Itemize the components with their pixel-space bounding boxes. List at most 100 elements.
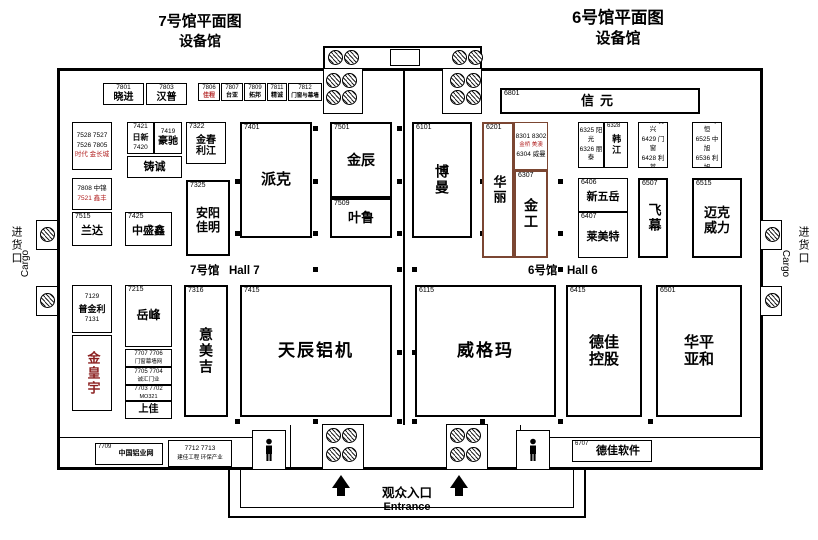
stair-coil-icon xyxy=(342,447,357,462)
booth-num: 6407 xyxy=(581,213,597,220)
booth-6801: 6801 信元 xyxy=(500,88,700,114)
booth-line: 7131 xyxy=(84,316,100,324)
hall-divider-wall xyxy=(403,68,405,425)
booth-line: MO321 xyxy=(139,393,158,400)
stair-coil-icon xyxy=(344,50,359,65)
booth-7703-group: 7703 7702 MO321 xyxy=(125,385,172,401)
booth-6325-group: 6325 阳光 6326 丽泰 xyxy=(578,122,604,168)
column-marker xyxy=(412,350,417,355)
booth-line: 6325 阳光 xyxy=(579,126,603,143)
booth-6507: 6507 飞幕 xyxy=(638,178,668,258)
cargo-door-icon xyxy=(40,227,55,242)
cargo-door-icon xyxy=(765,293,780,308)
booth-num: 6707 xyxy=(575,441,589,447)
booth-7528-group: 7528 7527 7526 7805 时代 金长城 xyxy=(72,122,112,170)
cargo-label-cn-right: 进货口 xyxy=(797,226,809,265)
stair-coil-icon xyxy=(466,73,481,88)
booth-num: 7811 xyxy=(270,84,284,91)
booth-6501: 6501 华平 亚和 xyxy=(656,285,742,417)
booth-name: 威格玛 xyxy=(457,341,514,361)
booth-7811: 7811 精诚 xyxy=(267,83,287,101)
booth-line: 7421 xyxy=(133,122,148,130)
stair-coil-icon xyxy=(328,50,343,65)
booth-zhucheng: 铸诚 xyxy=(127,156,182,178)
restroom-right xyxy=(516,430,550,470)
booth-line: 普金利 xyxy=(78,303,106,314)
booth-line: 7705 7704 xyxy=(134,368,163,375)
restroom-left xyxy=(252,430,286,470)
booth-num: 7415 xyxy=(244,287,260,294)
booth-num: 7806 xyxy=(202,84,216,91)
booth-6427-group: 6427 锦兴 6429 门窗 6428 利莱 xyxy=(638,122,668,168)
cargo-label-en-right: Cargo xyxy=(780,249,792,278)
hall6-title-line1: 6号馆平面图 xyxy=(572,9,664,27)
booth-num: 7801 xyxy=(116,84,131,92)
booth-line: 建佳工程 环保产业 xyxy=(177,454,223,461)
booth-num: 6415 xyxy=(570,287,586,294)
booth-line: 日新 xyxy=(132,132,149,142)
column-marker xyxy=(235,419,240,424)
booth-num: 6406 xyxy=(581,179,597,186)
booth-name: 上佳 xyxy=(138,404,159,416)
booth-6307: 6307 金工 xyxy=(514,170,548,258)
stair-coil-icon xyxy=(450,90,465,105)
booth-name: 金辰 xyxy=(347,151,375,168)
entrance-porch-outer xyxy=(228,470,586,518)
booth-7215: 7215 岳峰 xyxy=(125,285,172,347)
column-marker xyxy=(313,231,318,236)
booth-num: 6307 xyxy=(518,172,534,179)
booth-7509: 7509 叶鲁 xyxy=(330,198,392,238)
entrance-arrow-icon xyxy=(332,475,350,496)
booth-7129: 7129 普金利 7131 xyxy=(72,285,112,333)
booth-name: 意美吉 xyxy=(198,327,215,375)
booth-num: 6801 xyxy=(504,90,520,97)
booth-7501: 7501 金辰 xyxy=(330,122,392,198)
booth-6515: 6515 迈克 威力 xyxy=(692,178,742,258)
booth-name: 金皇宇 xyxy=(85,350,101,396)
booth-line: 7528 7527 xyxy=(76,131,108,139)
booth-num: 7325 xyxy=(190,182,206,189)
booth-name: 中国铝业网 xyxy=(118,449,154,457)
stair-coil-icon xyxy=(326,73,341,88)
booth-name: 佳程 xyxy=(202,92,215,99)
booth-6537-group: 6537 中恒 6525 中旭 6536 利旭 xyxy=(692,122,722,168)
column-marker xyxy=(412,419,417,424)
person-icon xyxy=(266,438,272,461)
booth-num: 7419 xyxy=(160,128,176,136)
booth-num: 6328 xyxy=(607,123,621,129)
booth-7812: 7812 门窗与幕墙 xyxy=(288,83,322,101)
booth-num: 7812 xyxy=(298,84,312,91)
booth-num: 7803 xyxy=(159,84,174,92)
booth-num: 6501 xyxy=(660,287,676,294)
entrance-label-cn: 观众入口 xyxy=(381,486,432,500)
booth-6328: 6328 韩江 xyxy=(604,122,628,168)
entrance-porch-inner xyxy=(240,470,574,508)
booth-name: 门窗与幕墙 xyxy=(291,92,319,99)
booth-name: 中盛鑫 xyxy=(132,224,165,237)
booth-name: 晓进 xyxy=(113,92,134,104)
stair-coil-icon xyxy=(466,90,481,105)
booth-line: 6427 锦兴 xyxy=(642,123,665,134)
column-marker xyxy=(558,179,563,184)
booth-name: 德佳 控股 xyxy=(588,333,619,368)
stair-coil-icon xyxy=(342,428,357,443)
cargo-label-cn-left: 进货口 xyxy=(10,226,22,265)
booth-7419: 7419 豪驰 xyxy=(154,122,182,154)
service-strip-wall xyxy=(60,437,252,438)
cargo-label-en-left: Cargo xyxy=(20,249,32,278)
entrance-arrow-icon xyxy=(450,475,468,496)
booth-num: 6515 xyxy=(696,180,712,187)
column-marker xyxy=(397,419,402,424)
booth-num: 7215 xyxy=(128,286,144,293)
booth-name: 豪驰 xyxy=(158,136,178,148)
booth-num: 7809 xyxy=(248,84,262,91)
column-marker xyxy=(235,179,240,184)
booth-7807: 7807 台亚 xyxy=(221,83,243,101)
column-marker xyxy=(558,231,563,236)
booth-num: 7807 xyxy=(225,84,239,91)
booth-line: 7703 7702 xyxy=(134,385,163,392)
booth-7316: 7316 意美吉 xyxy=(184,285,228,417)
booth-name: 韩江 xyxy=(611,134,622,156)
booth-num: 6507 xyxy=(642,180,658,187)
